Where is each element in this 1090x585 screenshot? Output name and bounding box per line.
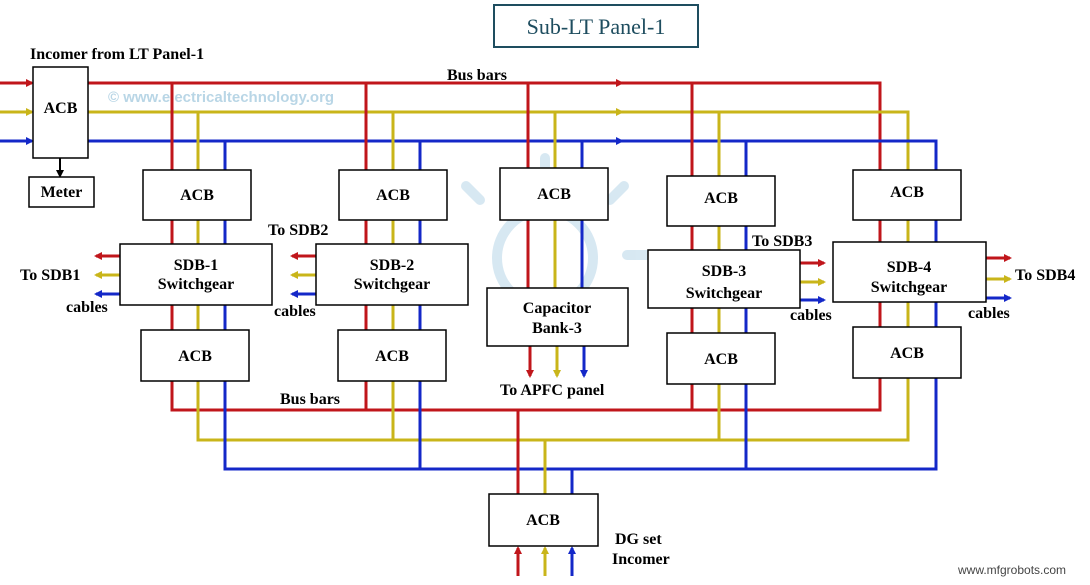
sdb-3-type: Switchgear <box>686 285 762 302</box>
acb-feeder-3-top[interactable]: ACB <box>666 175 776 227</box>
capacitor-bank-number: Bank-3 <box>532 320 582 337</box>
dg-set-label: DG set <box>615 531 662 548</box>
sdb-3-name: SDB-3 <box>702 263 746 280</box>
acb-label: ACB <box>704 190 738 207</box>
capacitor-bank-3[interactable]: Capacitor Bank-3 <box>486 287 629 347</box>
sdb-2-cables-label: cables <box>274 303 316 320</box>
acb-label: ACB <box>376 187 410 204</box>
sdb-4-destination-label: To SDB4 <box>1015 267 1075 284</box>
sdb-1-type: Switchgear <box>158 276 234 293</box>
sdb-1-cables-label: cables <box>66 299 108 316</box>
acb-dg-incomer[interactable]: ACB <box>488 493 599 547</box>
acb-label: ACB <box>375 348 409 365</box>
acb-feeder-2-bottom[interactable]: ACB <box>337 329 447 382</box>
diagram-title: Sub-LT Panel-1 <box>527 14 666 39</box>
top-busbars <box>0 79 938 176</box>
acb-feeder-1-top[interactable]: ACB <box>142 169 252 221</box>
incomer-acb-label: ACB <box>44 100 78 117</box>
meter[interactable]: Meter <box>28 176 95 208</box>
bottom-busbar-label: Bus bars <box>280 391 340 408</box>
acb-label: ACB <box>526 512 560 529</box>
top-busbar-label: Bus bars <box>447 67 507 84</box>
credit-text: www.mfgrobots.com <box>957 563 1066 577</box>
apfc-panel-label: To APFC panel <box>500 382 605 399</box>
feeder-conductors <box>170 220 938 378</box>
acb-feeder-3-bottom[interactable]: ACB <box>666 332 776 385</box>
sdb-3-cables-label: cables <box>790 307 832 324</box>
sdb-1-switchgear[interactable]: SDB-1 Switchgear <box>119 243 273 306</box>
acb-label: ACB <box>537 186 571 203</box>
capacitor-name: Capacitor <box>523 300 591 317</box>
sdb-4-switchgear[interactable]: SDB-4 Switchgear <box>832 241 987 303</box>
acb-label: ACB <box>704 351 738 368</box>
acb-capacitor[interactable]: ACB <box>499 167 609 221</box>
incomer-acb[interactable]: ACB <box>32 66 89 159</box>
incomer-label: Incomer from LT Panel-1 <box>30 46 204 63</box>
acb-feeder-2-top[interactable]: ACB <box>338 169 448 221</box>
sdb-3-switchgear[interactable]: SDB-3 Switchgear <box>647 249 801 309</box>
acb-feeder-4-bottom[interactable]: ACB <box>852 326 962 379</box>
acb-label: ACB <box>180 187 214 204</box>
sdb-1-name: SDB-1 <box>174 257 218 274</box>
acb-label: ACB <box>890 184 924 201</box>
title-box <box>493 4 699 48</box>
bottom-busbars <box>170 378 938 576</box>
sdb-2-switchgear[interactable]: SDB-2 Switchgear <box>315 243 469 306</box>
sdb-3-destination-label: To SDB3 <box>752 233 812 250</box>
meter-label: Meter <box>41 184 83 201</box>
sdb-2-name: SDB-2 <box>370 257 414 274</box>
sdb-4-cables-label: cables <box>968 305 1010 322</box>
sdb-2-type: Switchgear <box>354 276 430 293</box>
sdb-1-destination-label: To SDB1 <box>20 267 80 284</box>
sdb-4-name: SDB-4 <box>887 259 931 276</box>
acb-label: ACB <box>890 345 924 362</box>
acb-feeder-1-bottom[interactable]: ACB <box>140 329 250 382</box>
sdb-2-destination-label: To SDB2 <box>268 222 328 239</box>
sdb-4-type: Switchgear <box>871 279 947 296</box>
acb-label: ACB <box>178 348 212 365</box>
dg-incomer-label: Incomer <box>612 551 670 568</box>
outgoing-cable-arrows <box>56 158 1012 304</box>
acb-feeder-4-top[interactable]: ACB <box>852 169 962 221</box>
watermark-text: © www.electricaltechnology.org <box>108 89 334 106</box>
